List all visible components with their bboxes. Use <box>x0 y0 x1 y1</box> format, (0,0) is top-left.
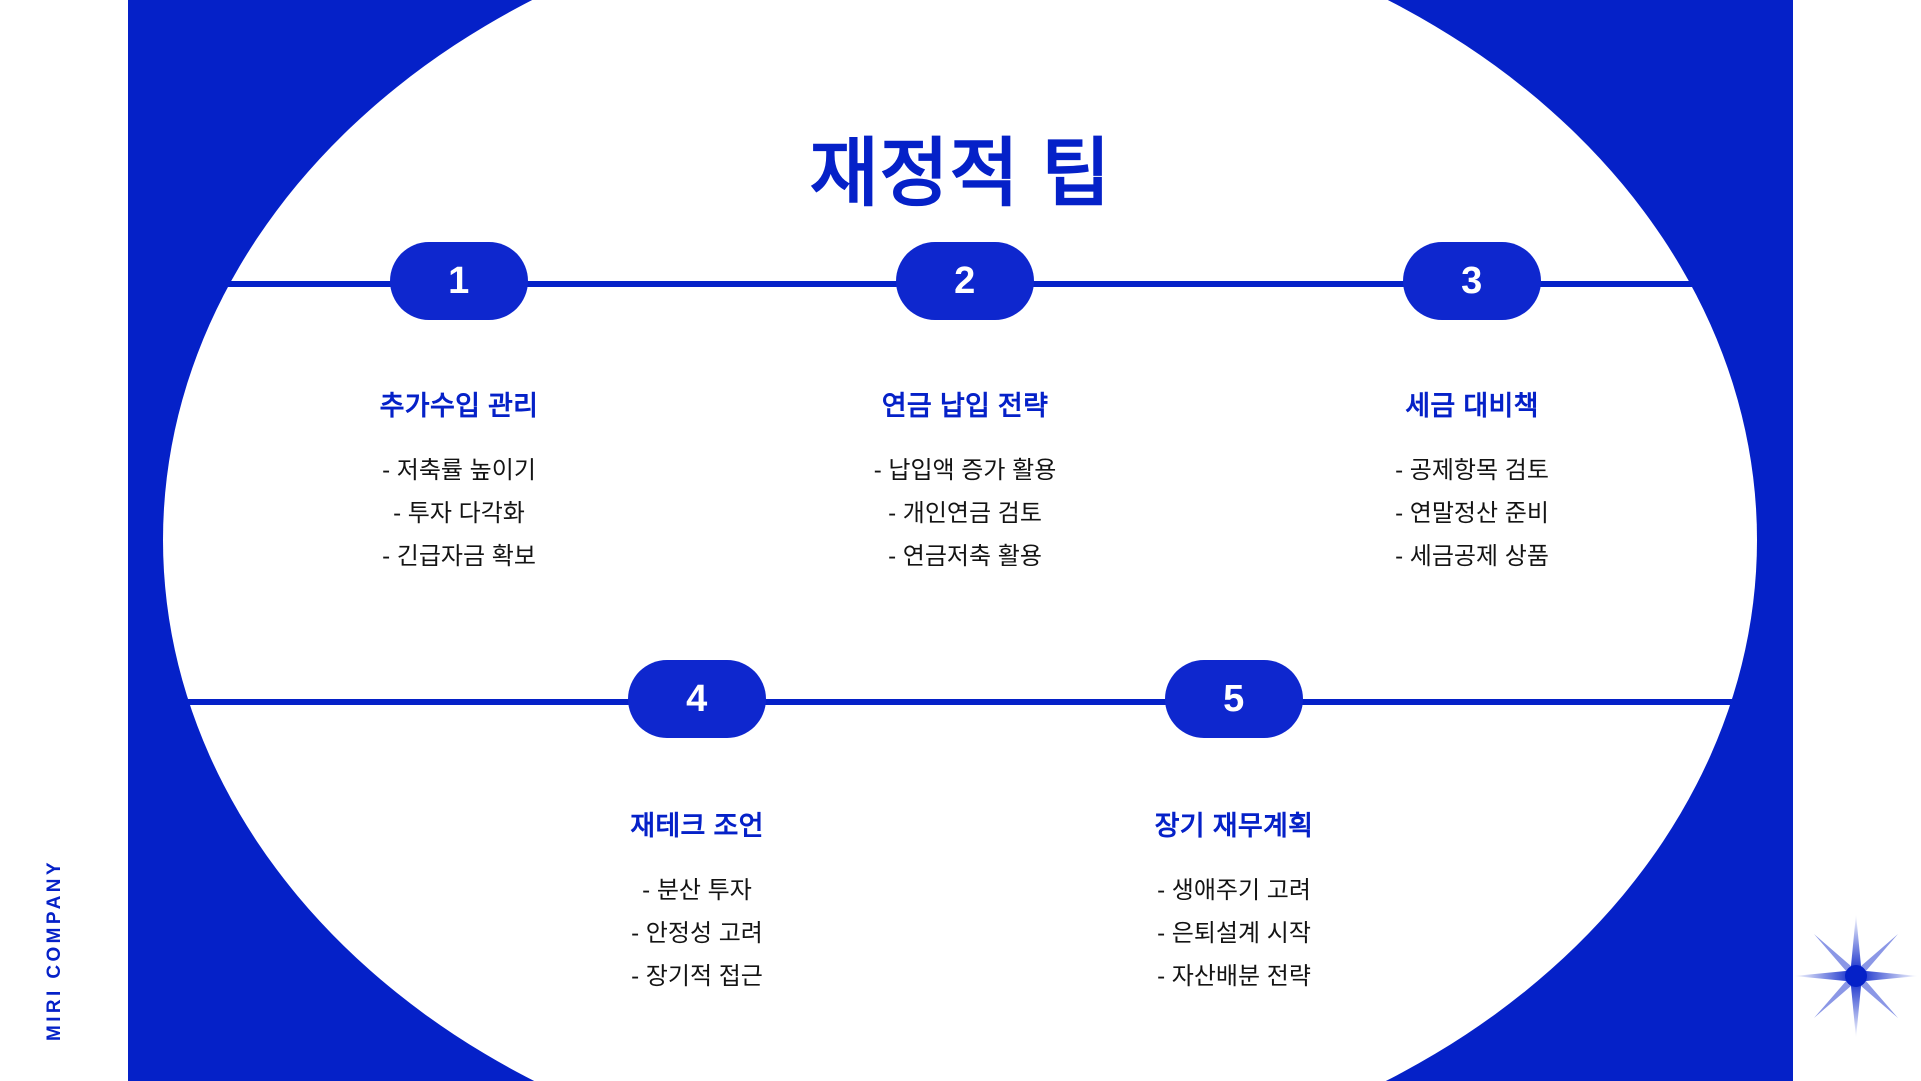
step-badge-2[interactable]: 2 <box>896 242 1034 320</box>
page-title: 재정적 팁 <box>809 131 1112 216</box>
step-card-4: 재테크 조언 - 분산 투자 - 안정성 고려 - 장기적 접근 <box>532 810 862 999</box>
step-card-3-list: - 공제항목 검토 - 연말정산 준비 - 세금공제 상품 <box>1307 450 1637 578</box>
brand-label: MIRI COMPANY <box>44 859 65 1041</box>
list-item: - 장기적 접근 <box>631 962 763 990</box>
step-card-5-title: 장기 재무계획 <box>1154 811 1314 841</box>
step-badge-5[interactable]: 5 <box>1165 660 1303 738</box>
step-card-1-title: 추가수입 관리 <box>379 391 539 421</box>
sparkle-star-icon <box>1794 914 1918 1038</box>
step-card-2-list: - 납입액 증가 활용 - 개인연금 검토 - 연금저축 활용 <box>800 450 1130 578</box>
list-item: - 공제항목 검토 <box>1395 457 1549 485</box>
step-badge-3[interactable]: 3 <box>1403 242 1541 320</box>
step-card-2-title: 연금 납입 전략 <box>881 391 1049 421</box>
step-card-5: 장기 재무계획 - 생애주기 고려 - 은퇴설계 시작 - 자산배분 전략 <box>1069 810 1399 999</box>
step-card-4-list: - 분산 투자 - 안정성 고려 - 장기적 접근 <box>532 870 862 998</box>
step-card-4-title: 재테크 조언 <box>630 811 764 841</box>
list-item: - 납입액 증가 활용 <box>873 457 1057 485</box>
timeline-rail-row-2 <box>150 699 1770 705</box>
list-item: - 분산 투자 <box>642 877 752 905</box>
list-item: - 저축률 높이기 <box>382 457 536 485</box>
step-card-1-list: - 저축률 높이기 - 투자 다각화 - 긴급자금 확보 <box>294 450 624 578</box>
blue-panel-shape <box>128 0 1793 1081</box>
list-item: - 세금공제 상품 <box>1395 542 1549 570</box>
step-card-3-title: 세금 대비책 <box>1405 391 1539 421</box>
step-card-5-list: - 생애주기 고려 - 은퇴설계 시작 - 자산배분 전략 <box>1069 870 1399 998</box>
step-badge-1[interactable]: 1 <box>390 242 528 320</box>
list-item: - 투자 다각화 <box>393 500 525 528</box>
step-card-3: 세금 대비책 - 공제항목 검토 - 연말정산 준비 - 세금공제 상품 <box>1307 390 1637 579</box>
step-card-1: 추가수입 관리 - 저축률 높이기 - 투자 다각화 - 긴급자금 확보 <box>294 390 624 579</box>
list-item: - 긴급자금 확보 <box>382 542 536 570</box>
list-item: - 개인연금 검토 <box>888 500 1042 528</box>
brand-wordmark: MIRI COMPANY <box>0 0 128 1081</box>
list-item: - 자산배분 전략 <box>1157 962 1311 990</box>
step-badge-4[interactable]: 4 <box>628 660 766 738</box>
list-item: - 생애주기 고려 <box>1157 877 1311 905</box>
list-item: - 은퇴설계 시작 <box>1157 920 1311 948</box>
list-item: - 연금저축 활용 <box>888 542 1042 570</box>
list-item: - 연말정산 준비 <box>1395 500 1549 528</box>
step-card-2: 연금 납입 전략 - 납입액 증가 활용 - 개인연금 검토 - 연금저축 활용 <box>800 390 1130 579</box>
list-item: - 안정성 고려 <box>631 920 763 948</box>
